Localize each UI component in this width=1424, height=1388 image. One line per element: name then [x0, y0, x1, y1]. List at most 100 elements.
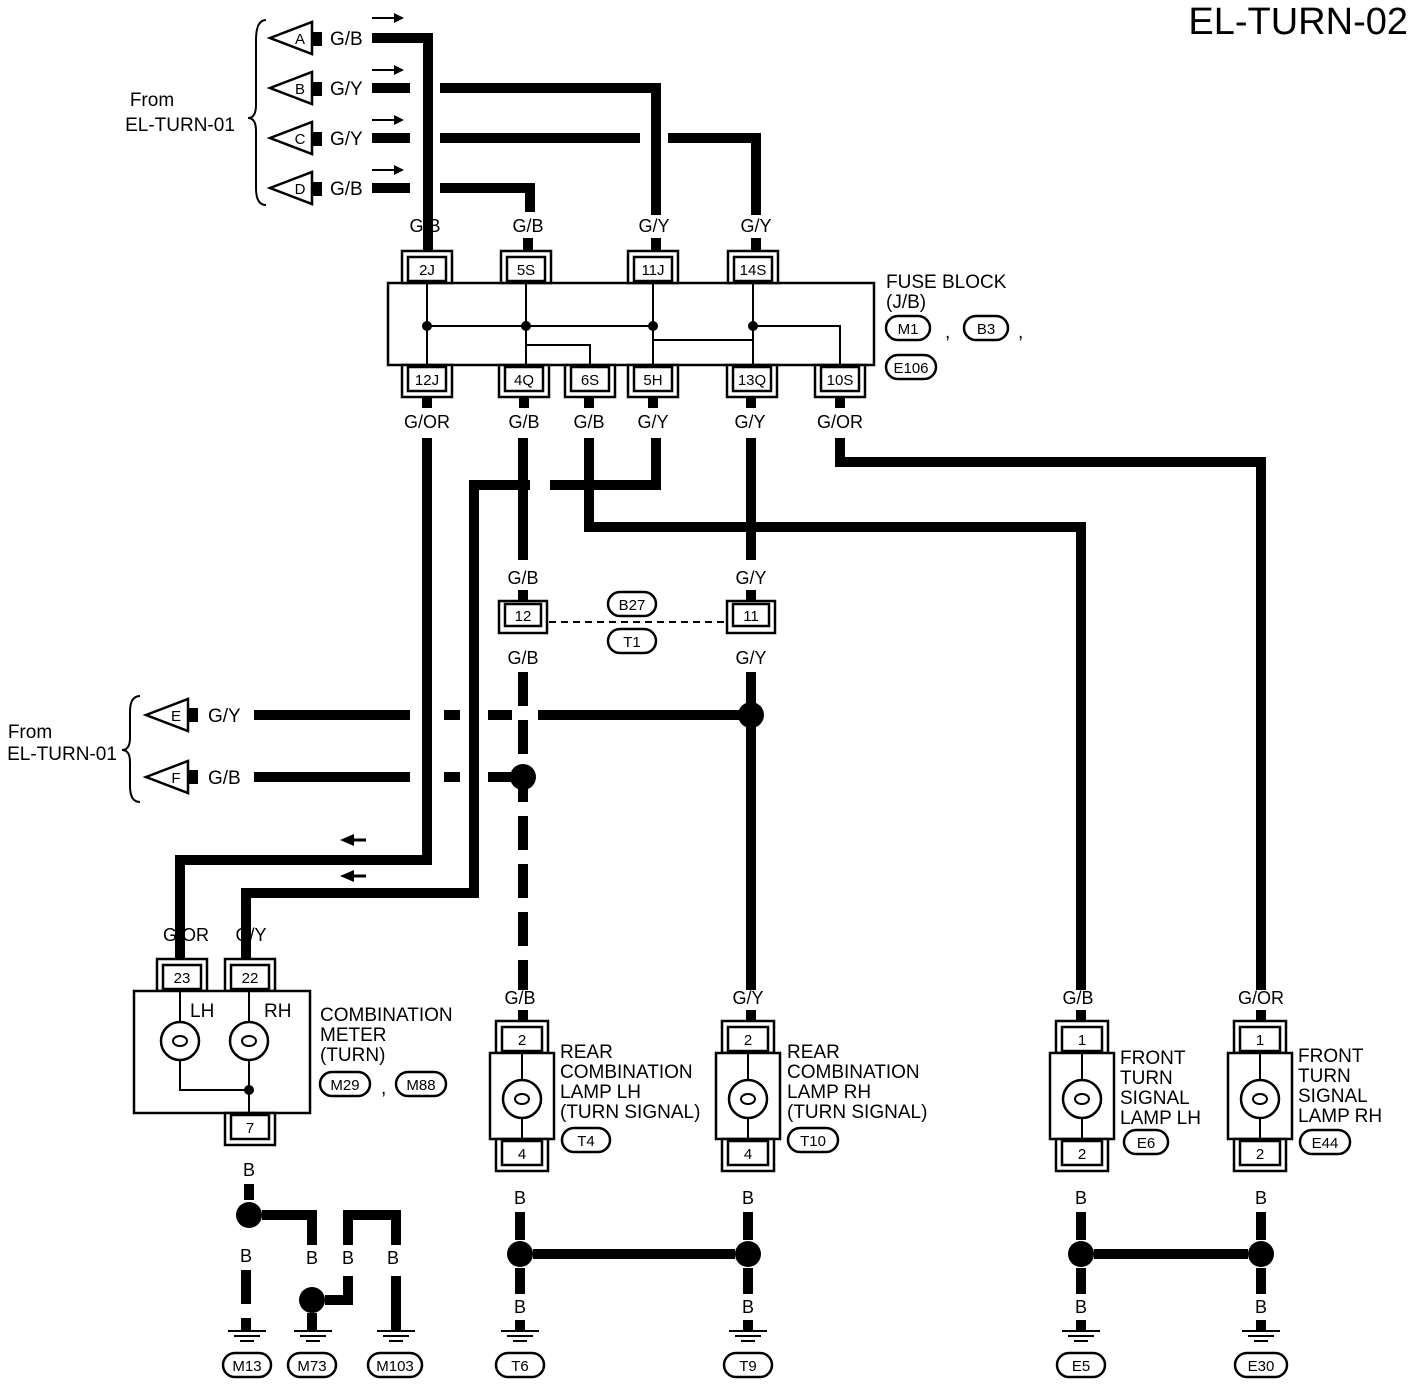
- svg-text:FRONT: FRONT: [1298, 1046, 1364, 1067]
- fuse-bottom-pin-10s: 10S: [813, 363, 867, 399]
- svg-text:TURN: TURN: [1298, 1066, 1351, 1087]
- wire-color: G/B: [1062, 988, 1093, 1008]
- svg-text:,: ,: [1018, 322, 1023, 343]
- connector-tag: [560, 1126, 612, 1154]
- fuse-top-pin-14s: 14S: [726, 249, 780, 285]
- wire-color: B: [243, 1160, 255, 1180]
- connector-letter: D: [295, 181, 306, 198]
- svg-text:10S: 10S: [827, 372, 854, 389]
- wire-color: B: [306, 1248, 318, 1268]
- meter-pin: 23: [174, 970, 191, 987]
- from-label-line2: EL-TURN-01: [125, 115, 235, 136]
- meter-pin: 22: [242, 970, 259, 987]
- connector-tag: [606, 590, 658, 618]
- fuse-block: 2J 5S 11J 14S 12J 4Q 6S 5H 13Q 10S FUSE …: [386, 249, 1023, 399]
- lamp-pin: 2: [1078, 1146, 1086, 1163]
- wire-color: G/B: [507, 648, 538, 668]
- connector-triangle: [142, 697, 190, 733]
- ground-e30: E30: [1233, 1330, 1289, 1379]
- svg-text:M13: M13: [232, 1358, 261, 1375]
- wire-color: G/Y: [740, 216, 771, 236]
- connector-letter: C: [295, 131, 306, 148]
- svg-text:,: ,: [381, 1078, 386, 1099]
- joint-pin: 12: [515, 608, 532, 625]
- svg-text:4Q: 4Q: [514, 372, 534, 389]
- input-connector-d: D G/B: [266, 165, 404, 206]
- connector-triangle: [142, 759, 190, 795]
- connector-letter: A: [295, 31, 305, 48]
- meter-pin: 7: [246, 1120, 254, 1137]
- svg-text:E106: E106: [893, 360, 928, 377]
- connector-tag: [786, 1126, 840, 1154]
- wire-color: G/Y: [235, 925, 266, 945]
- splice-dot: [510, 764, 536, 790]
- wire-color: G/OR: [163, 925, 209, 945]
- joint-connector-b27-t1: G/B G/Y 12 11 B27 T1 G/B G/Y: [497, 568, 777, 668]
- from-label-line1: From: [8, 722, 52, 743]
- svg-text:T4: T4: [577, 1133, 595, 1150]
- svg-text:13Q: 13Q: [738, 372, 766, 389]
- wire-color: G/Y: [638, 216, 669, 236]
- wire-b: [440, 83, 661, 215]
- svg-text:TURN: TURN: [1120, 1068, 1173, 1089]
- lamp-pin: 2: [518, 1032, 526, 1049]
- connector-stub: [312, 32, 322, 46]
- bulb-icon: [228, 1020, 270, 1062]
- connector-stub: [312, 132, 322, 146]
- splice-dot: [521, 321, 531, 331]
- connector-tag: [318, 1070, 372, 1098]
- svg-text:E44: E44: [1312, 1135, 1339, 1152]
- svg-text:5S: 5S: [517, 262, 535, 279]
- wire-color: B: [514, 1297, 526, 1317]
- svg-text:M73: M73: [297, 1358, 326, 1375]
- ground-icon: [501, 1330, 539, 1342]
- connector-triangle: [266, 170, 314, 206]
- meter-title-3: (TURN): [320, 1045, 385, 1066]
- svg-text:T1: T1: [623, 634, 641, 651]
- connector-tag: [221, 1351, 273, 1379]
- svg-text:B3: B3: [977, 321, 995, 338]
- connector-triangle: [266, 120, 314, 156]
- bulb-icon: [1061, 1078, 1103, 1120]
- svg-text:LAMP RH: LAMP RH: [787, 1082, 871, 1103]
- front-turn-signal-lamp-rh: G/OR 1 2 FRONT TURN SIGNAL LAMP RH E44: [1226, 988, 1382, 1173]
- splice-dot: [648, 321, 658, 331]
- wire-color: B: [514, 1188, 526, 1208]
- lamp-pin: 1: [1078, 1032, 1086, 1049]
- svg-text:T10: T10: [800, 1133, 826, 1150]
- ground-icon: [377, 1330, 415, 1342]
- wire-color: G/Y: [735, 568, 766, 588]
- fuse-block-title: FUSE BLOCK: [886, 272, 1007, 293]
- connector-tag: [884, 314, 932, 342]
- wire-color: G/B: [208, 768, 241, 789]
- wire-color: G/Y: [330, 79, 363, 100]
- ground-icon: [1242, 1330, 1280, 1342]
- connector-tag: [884, 353, 938, 381]
- svg-text:E5: E5: [1072, 1358, 1090, 1375]
- svg-text:REAR: REAR: [560, 1042, 613, 1063]
- from-label-line2: EL-TURN-01: [7, 744, 117, 765]
- connector-tag: [962, 314, 1010, 342]
- bulb-icon: [159, 1020, 201, 1062]
- wire-10s-to-front-rh: [835, 438, 1266, 990]
- from-el-turn-01-top: From EL-TURN-01: [125, 19, 267, 206]
- svg-text:F: F: [171, 770, 180, 787]
- wire-color: G/B: [512, 216, 543, 236]
- splice-dot: [738, 702, 764, 728]
- lamp-pin: 1: [1256, 1032, 1264, 1049]
- connector-letter: B: [295, 81, 305, 98]
- svg-text:T9: T9: [739, 1358, 757, 1375]
- fuse-bottom-pin-6s: 6S: [563, 363, 617, 399]
- connector-tag: [1233, 1351, 1289, 1379]
- fuse-top-pin-5s: 5S: [499, 249, 553, 285]
- page-title: EL-TURN-02: [1188, 1, 1408, 43]
- connector-tag: [286, 1351, 338, 1379]
- ground-m13: M13: [221, 1330, 273, 1379]
- wire-color: G/OR: [1238, 988, 1284, 1008]
- wire-color: G/OR: [817, 412, 863, 432]
- wire-color: G/B: [504, 988, 535, 1008]
- svg-text:T6: T6: [511, 1358, 529, 1375]
- svg-text:E: E: [171, 708, 181, 725]
- fuse-bottom-pin-5h: 5H: [626, 363, 680, 399]
- wire-6s-to-front-lh: [584, 438, 1086, 990]
